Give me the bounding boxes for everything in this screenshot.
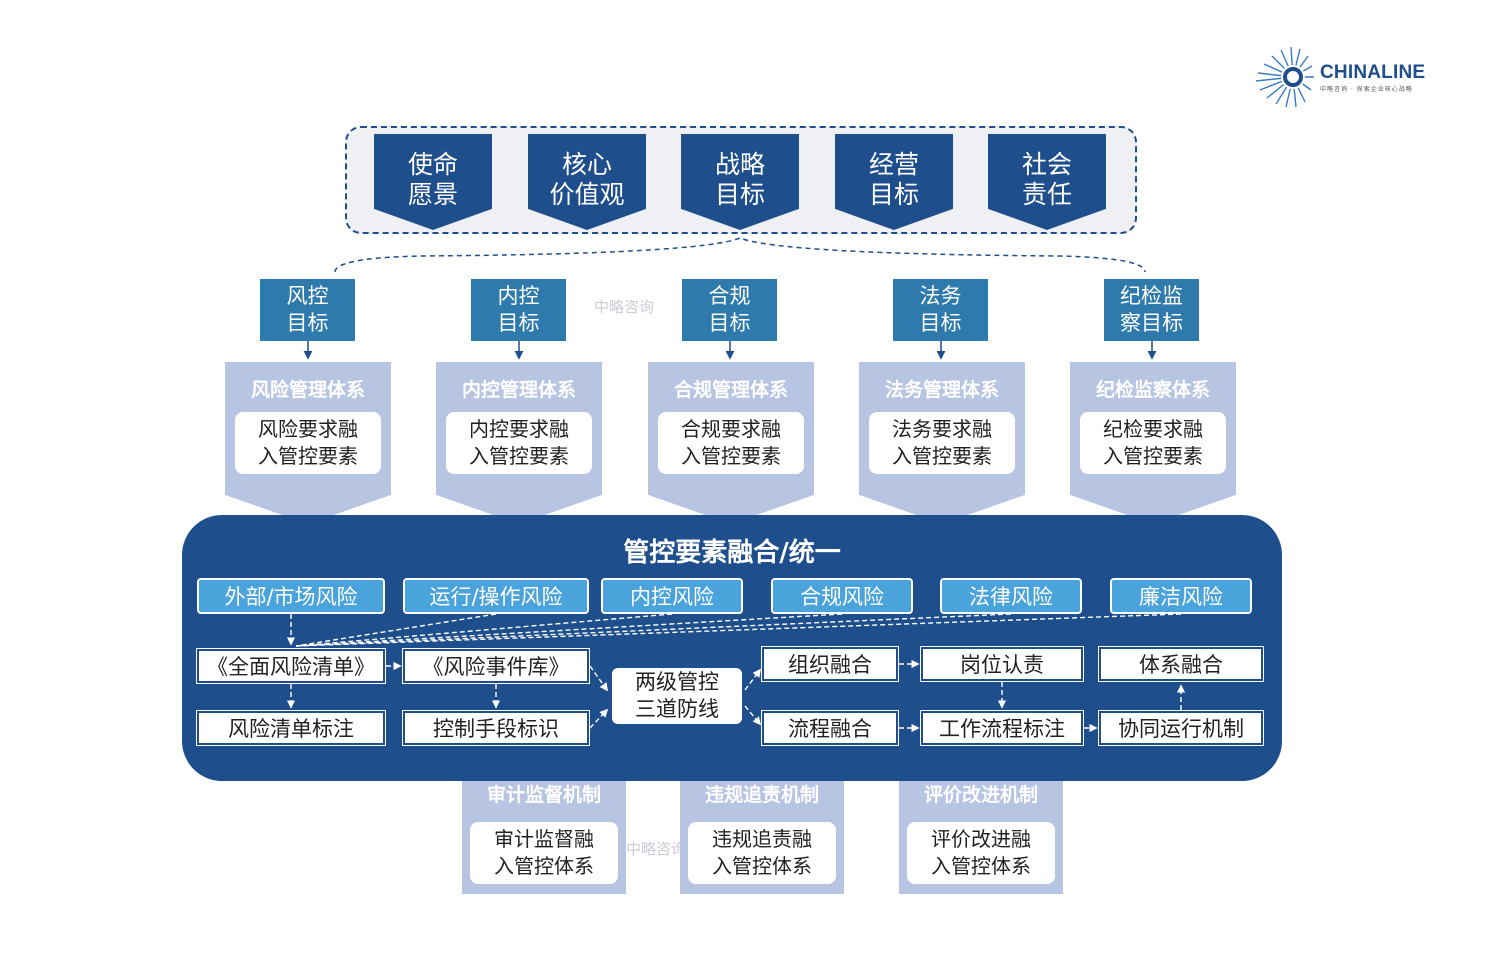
system-title: 合规管理体系 (673, 379, 788, 401)
risk-operation: 运行/操作风险 (403, 578, 589, 614)
mechanism-title: 审计监督机制 (486, 784, 601, 806)
system-title: 风险管理体系 (250, 379, 365, 401)
top-item-line2: 愿景 (407, 180, 458, 209)
mechanism-audit: 审计监督机制 审计监督融 入管控体系 (462, 760, 626, 894)
goal-line1: 风控 (286, 284, 329, 308)
mechanism-title: 违规追责机制 (704, 784, 819, 806)
system-discipline: 纪检监察体系 纪检要求融 入管控要素 (1070, 362, 1236, 524)
top-item-line1: 使命 (407, 150, 458, 179)
system-risk-management: 风险管理体系 风险要求融 入管控要素 (225, 362, 391, 524)
node-coop-mechanism: 协同运行机制 (1098, 710, 1264, 746)
sunburst-logo-icon (1255, 46, 1314, 108)
system-line1: 纪检要求融 (1103, 417, 1203, 441)
system-description: 内控要求融 入管控要素 (446, 412, 592, 474)
top-item-mission: 使命 愿景 (374, 134, 492, 230)
logo-brand: CHINALINE (1320, 62, 1426, 83)
top-item-line2: 目标 (714, 180, 765, 209)
mechanism-description: 审计监督融 入管控体系 (470, 822, 618, 884)
goal-line1: 纪检监 (1120, 284, 1183, 308)
node-post-responsibility: 岗位认责 (920, 646, 1084, 682)
mechanism-title: 评价改进机制 (923, 784, 1038, 806)
goal-line2: 目标 (919, 311, 962, 335)
system-description: 合规要求融 入管控要素 (658, 412, 804, 474)
system-description: 纪检要求融 入管控要素 (1080, 412, 1226, 474)
goal-line1: 法务 (919, 284, 962, 308)
bracket-line (334, 237, 1146, 273)
node-risk-mark: 风险清单标注 (196, 710, 386, 746)
node-process-integration: 流程融合 (761, 710, 899, 746)
system-line1: 法务要求融 (892, 417, 992, 441)
system-line2: 入管控要素 (892, 444, 992, 468)
risk-internal-control: 内控风险 (601, 578, 743, 614)
mechanism-line1: 审计监督融 (494, 827, 594, 851)
goal-compliance: 合规 目标 (682, 279, 777, 341)
panel-title: 管控要素融合/统一 (623, 538, 841, 568)
system-description: 法务要求融 入管控要素 (869, 412, 1015, 474)
logo-subtitle: 中略咨询 · 探索企业核心战略 (1320, 86, 1413, 93)
system-line2: 入管控要素 (469, 444, 569, 468)
system-description: 风险要求融 入管控要素 (235, 412, 381, 474)
node-control-mark: 控制手段标识 (402, 710, 590, 746)
goal-legal: 法务 目标 (893, 279, 988, 341)
goal-line2: 目标 (708, 311, 751, 335)
mechanism-line2: 入管控体系 (494, 854, 594, 878)
top-item-line1: 核心 (561, 150, 612, 179)
node-org-integration: 组织融合 (761, 646, 899, 682)
mechanism-description: 评价改进融 入管控体系 (907, 822, 1055, 884)
system-line2: 入管控要素 (681, 444, 781, 468)
risk-legal: 法律风险 (940, 578, 1082, 614)
system-line2: 入管控要素 (1103, 444, 1203, 468)
system-line1: 风险要求融 (258, 417, 358, 441)
system-line2: 入管控要素 (258, 444, 358, 468)
watermark: 中略咨询 (594, 298, 655, 316)
node-two-level-line1: 两级管控 (635, 670, 719, 694)
top-item-line1: 经营 (868, 150, 919, 179)
goal-line1: 内控 (497, 284, 540, 308)
top-item-strategy: 战略 目标 (681, 134, 799, 230)
node-risk-events: 《风险事件库》 (402, 648, 590, 684)
node-two-level-line2: 三道防线 (635, 697, 719, 721)
goal-line2: 目标 (286, 311, 329, 335)
goal-internal-control: 内控 目标 (471, 279, 566, 341)
system-line1: 内控要求融 (469, 417, 569, 441)
mechanism-evaluation: 评价改进机制 评价改进融 入管控体系 (899, 760, 1063, 894)
mechanism-accountability: 违规追责机制 违规追责融 入管控体系 (680, 760, 844, 894)
node-risk-list: 《全面风险清单》 (196, 648, 386, 684)
system-legal: 法务管理体系 法务要求融 入管控要素 (859, 362, 1025, 524)
system-line1: 合规要求融 (681, 417, 781, 441)
goal-line1: 合规 (708, 284, 751, 308)
mechanism-line1: 评价改进融 (931, 827, 1031, 851)
top-item-social: 社会 责任 (988, 134, 1106, 230)
mechanism-description: 违规追责融 入管控体系 (688, 822, 836, 884)
node-system-integration: 体系融合 (1098, 646, 1264, 682)
system-title: 纪检监察体系 (1095, 379, 1210, 401)
chinaline-logo: CHINALINE 中略咨询 · 探索企业核心战略 (1236, 44, 1456, 110)
top-item-line2: 责任 (1021, 180, 1072, 209)
goal-line2: 目标 (497, 311, 540, 335)
top-item-line2: 价值观 (549, 180, 625, 209)
mechanism-line2: 入管控体系 (712, 854, 812, 878)
mechanism-line2: 入管控体系 (931, 854, 1031, 878)
system-internal-control: 内控管理体系 内控要求融 入管控要素 (436, 362, 602, 524)
system-compliance: 合规管理体系 合规要求融 入管控要素 (648, 362, 814, 524)
mechanism-line1: 违规追责融 (712, 827, 812, 851)
goal-risk-control: 风控 目标 (260, 279, 355, 341)
top-item-line2: 目标 (868, 180, 919, 209)
mechanism-audit-overlay (462, 760, 626, 894)
risk-market: 外部/市场风险 (197, 578, 385, 614)
goal-discipline: 纪检监 察目标 (1104, 279, 1199, 341)
top-item-core-values: 核心 价值观 (528, 134, 646, 230)
node-two-level-control: 两级管控 三道防线 (610, 666, 744, 726)
risk-compliance: 合规风险 (771, 578, 913, 614)
goal-line2: 察目标 (1120, 311, 1183, 335)
top-item-line1: 战略 (714, 150, 765, 179)
risk-integrity: 廉洁风险 (1110, 578, 1252, 614)
top-item-line1: 社会 (1021, 150, 1072, 179)
system-title: 法务管理体系 (884, 379, 999, 401)
system-title: 内控管理体系 (461, 379, 576, 401)
top-item-operations: 经营 目标 (835, 134, 953, 230)
node-workflow-mark: 工作流程标注 (920, 710, 1084, 746)
watermark: 中略咨询 (626, 840, 687, 858)
